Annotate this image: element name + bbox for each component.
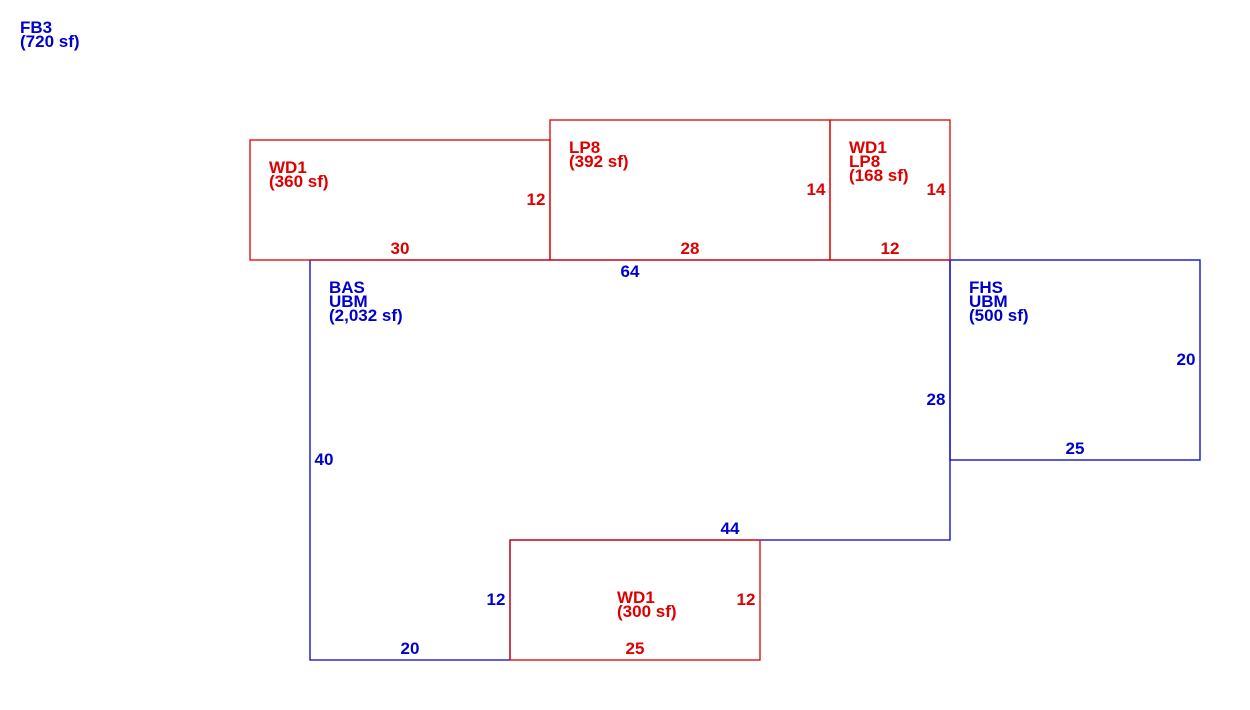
lp8-height: 14	[807, 180, 826, 199]
bas-top-dim: 64	[621, 262, 640, 281]
legend-code: FB3	[20, 18, 52, 37]
bas-area: (2,032 sf)	[329, 306, 403, 325]
fhs-code-1: FHS	[969, 278, 1003, 297]
fhs-code-2: UBM	[969, 292, 1008, 311]
bas-notch-dim: 12	[487, 590, 506, 609]
wd1-left-width: 30	[391, 239, 410, 258]
bas-right-dim: 28	[927, 390, 946, 409]
wd1-lp8-width: 12	[881, 239, 900, 258]
wd1-lp8-area: (168 sf)	[849, 166, 909, 185]
wd1-lp8-code-1: WD1	[849, 138, 887, 157]
legend-area: (720 sf)	[20, 32, 80, 51]
wd1-bottom-code: WD1	[617, 588, 655, 607]
lp8-area: (392 sf)	[569, 152, 629, 171]
fhs-area: (500 sf)	[969, 306, 1029, 325]
bas-bottom-dim: 20	[401, 639, 420, 658]
wd1-left-code: WD1	[269, 158, 307, 177]
fhs-width-dim: 25	[1066, 439, 1085, 458]
lp8-width: 28	[681, 239, 700, 258]
fhs-height-dim: 20	[1177, 350, 1196, 369]
lp8-code: LP8	[569, 138, 600, 157]
wd1-bottom-outline	[509, 539, 761, 661]
wd1-left-area: (360 sf)	[269, 172, 329, 191]
wd1-lp8-code-2: LP8	[849, 152, 880, 171]
bas-code-1: BAS	[329, 278, 365, 297]
wd1-left-height: 12	[527, 190, 546, 209]
fhs-outline	[949, 259, 1201, 461]
bas-code-2: UBM	[329, 292, 368, 311]
wd1-bottom-height: 12	[737, 590, 756, 609]
wd1-bottom-width: 25	[626, 639, 645, 658]
wd1-lp8-height: 14	[927, 180, 946, 199]
wd1-lp8-outline	[829, 119, 951, 261]
bas-left-dim: 40	[315, 450, 334, 469]
bas-step-dim: 44	[721, 519, 740, 538]
wd1-bottom-area: (300 sf)	[617, 602, 677, 621]
